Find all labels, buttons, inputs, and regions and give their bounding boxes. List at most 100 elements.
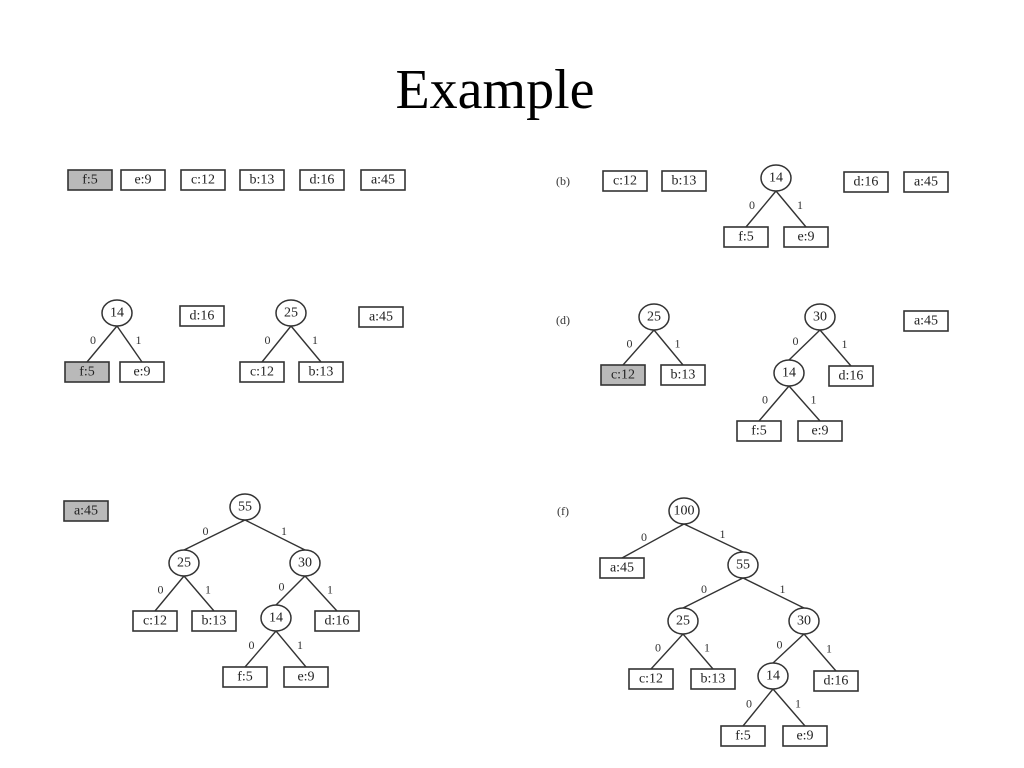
leaf-box-f <box>222 666 268 688</box>
leaf-box-a <box>599 557 645 579</box>
leaf-box-d <box>828 365 874 387</box>
internal-label-n30: 30 <box>797 614 811 629</box>
leaf-label-d: d:16 <box>325 614 350 629</box>
tree-edge <box>116 325 143 363</box>
leaf-box-e <box>283 666 329 688</box>
edge-bit-label: 1 <box>797 198 803 212</box>
tree-edge <box>290 325 322 363</box>
leaf-box-c <box>628 668 674 690</box>
edge-bit-label: 0 <box>158 583 164 597</box>
leaf-label-c: c:12 <box>611 368 635 383</box>
edge-bit-label: 0 <box>279 580 285 594</box>
leaf-box-a <box>358 306 404 328</box>
internal-label-n55: 55 <box>736 558 750 573</box>
edge-bit-label: 0 <box>90 333 96 347</box>
edge-bit-label: 0 <box>793 334 799 348</box>
edge-bit-label: 0 <box>265 333 271 347</box>
leaf-label-b: b:13 <box>672 174 697 189</box>
leaf-box-f <box>720 725 766 747</box>
leaf-box-f <box>723 226 769 248</box>
tree-edge <box>775 190 807 228</box>
internal-node-n30 <box>289 549 321 577</box>
leaf-label-e: e:9 <box>811 424 828 439</box>
leaf-box-e <box>782 725 828 747</box>
leaf-label-e: e:9 <box>796 729 813 744</box>
tree-edge <box>622 329 655 366</box>
tree-edge <box>183 519 246 551</box>
tree-edge <box>275 575 306 606</box>
leaf-label-f: f:5 <box>79 365 95 380</box>
tree-edge <box>742 577 805 609</box>
leaf-label-e: e:9 <box>133 365 150 380</box>
edge-bit-label: 1 <box>795 697 801 711</box>
edge-bit-label: 1 <box>826 642 832 656</box>
edge-bit-label: 1 <box>780 582 786 596</box>
edge-bit-label: 0 <box>249 638 255 652</box>
internal-label-n55: 55 <box>238 500 252 515</box>
tree-edge <box>682 577 744 609</box>
leaf-box-c <box>180 169 226 191</box>
leaf-label-e: e:9 <box>297 670 314 685</box>
internal-node-n14 <box>760 164 792 192</box>
edge-bit-label: 1 <box>281 524 287 538</box>
leaf-label-d: d:16 <box>310 173 335 188</box>
leaf-label-b: b:13 <box>309 365 334 380</box>
leaf-label-a: a:45 <box>914 314 938 329</box>
internal-label-n100: 100 <box>674 504 695 519</box>
internal-label-n25: 25 <box>284 306 298 321</box>
leaf-box-d <box>314 610 360 632</box>
tree-edge <box>683 523 744 553</box>
leaf-label-a: a:45 <box>914 175 938 190</box>
leaf-label-e: e:9 <box>134 173 151 188</box>
leaf-box-c <box>132 610 178 632</box>
internal-node-n25 <box>275 299 307 327</box>
edge-bit-label: 1 <box>704 641 710 655</box>
leaf-box-a <box>360 169 406 191</box>
page-title: Example <box>395 59 595 121</box>
internal-node-n14 <box>101 299 133 327</box>
edge-bit-label: 0 <box>627 337 633 351</box>
internal-node-n55 <box>229 493 261 521</box>
internal-label-n25: 25 <box>647 310 661 325</box>
leaf-box-d <box>843 171 889 193</box>
leaf-box-c <box>600 364 646 386</box>
leaf-label-f: f:5 <box>738 230 754 245</box>
leaf-label-a: a:45 <box>74 504 98 519</box>
leaf-label-c: c:12 <box>191 173 215 188</box>
tree-edge <box>621 523 685 559</box>
leaf-box-d <box>813 670 859 692</box>
leaf-box-e <box>120 169 166 191</box>
leaf-label-c: c:12 <box>143 614 167 629</box>
leaf-box-f <box>67 169 113 191</box>
panel-label-b: (b) <box>556 174 570 188</box>
edge-bit-label: 0 <box>655 641 661 655</box>
leaf-label-d: d:16 <box>854 175 879 190</box>
leaf-box-f <box>64 361 110 383</box>
leaf-label-e: e:9 <box>797 230 814 245</box>
leaf-box-b <box>239 169 285 191</box>
edge-bit-label: 0 <box>203 524 209 538</box>
internal-label-n14: 14 <box>766 669 780 684</box>
leaf-box-e <box>783 226 829 248</box>
internal-node-n30 <box>804 303 836 331</box>
internal-node-n14 <box>773 359 805 387</box>
leaf-box-e <box>119 361 165 383</box>
edge-bit-label: 1 <box>675 337 681 351</box>
leaf-label-b: b:13 <box>701 672 726 687</box>
tree-edge <box>758 385 790 422</box>
tree-edge <box>275 630 307 668</box>
tree-edge <box>682 633 714 670</box>
internal-node-n25 <box>667 607 699 635</box>
panel-label-f: (f) <box>557 504 569 518</box>
leaf-box-b <box>661 170 707 192</box>
leaf-label-f: f:5 <box>735 729 751 744</box>
internal-node-n14 <box>757 662 789 690</box>
tree-edge <box>788 329 821 361</box>
leaf-label-a: a:45 <box>610 561 634 576</box>
leaf-box-d <box>179 305 225 327</box>
internal-node-n25 <box>168 549 200 577</box>
tree-edge <box>772 688 806 727</box>
edge-bit-label: 1 <box>842 337 848 351</box>
edge-bit-label: 1 <box>327 583 333 597</box>
